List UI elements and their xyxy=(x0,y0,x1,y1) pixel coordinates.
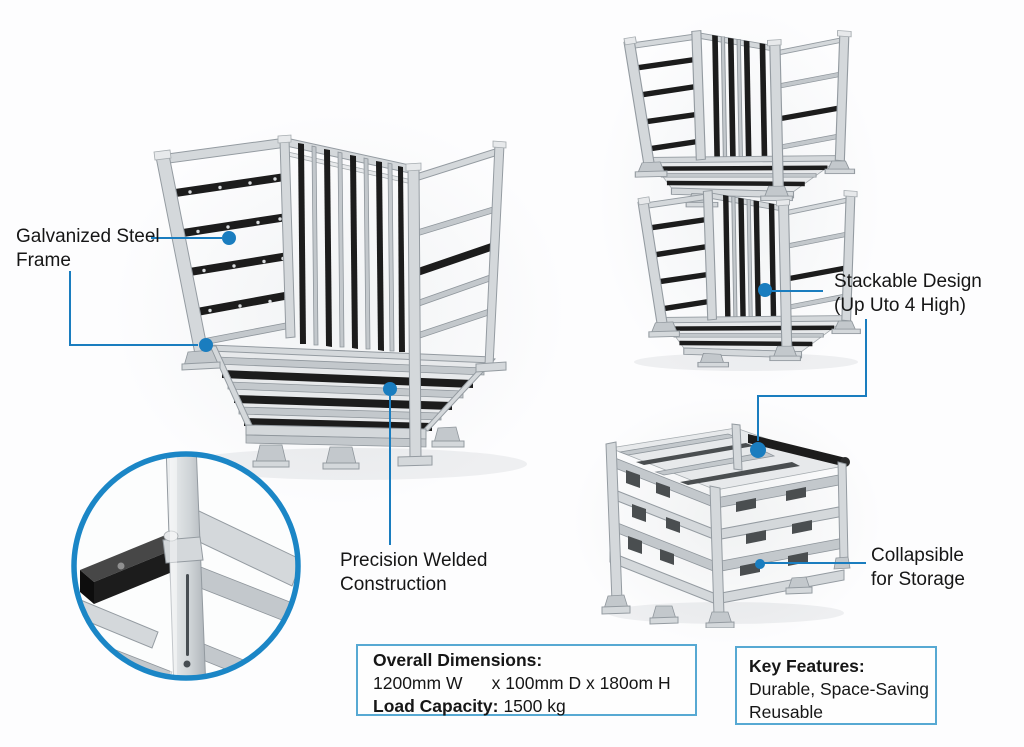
collapsed-top-face xyxy=(608,427,846,491)
load-capacity-value: 1500 kg xyxy=(503,696,566,716)
main-rack-photo xyxy=(153,134,527,480)
features-title: Key Features: xyxy=(749,656,865,676)
black-rail-bar xyxy=(80,534,182,604)
label-line: for Storage xyxy=(871,569,965,590)
label-precision-welded: Precision Welded Construction xyxy=(340,549,488,597)
collapsed-rack-photo xyxy=(601,423,851,628)
collapsed-feet xyxy=(601,556,851,628)
label-stackable-design: Stackable Design (Up Uto 4 High) xyxy=(834,270,982,318)
key-features-box: Key Features: Durable, Space-Saving Reus… xyxy=(735,646,937,725)
detail-circle-ring xyxy=(71,451,301,681)
load-capacity-label: Load Capacity: xyxy=(373,696,499,716)
corner-detail-photo xyxy=(71,451,301,681)
lower-rack-unit xyxy=(637,189,861,368)
detail-content xyxy=(75,455,297,677)
label-line: Galvanized Steel xyxy=(16,226,160,247)
load-capacity-line: Load Capacity:1500 kg xyxy=(373,695,695,718)
features-line: Reusable xyxy=(749,702,823,722)
label-line: (Up Uto 4 High) xyxy=(834,295,966,316)
collapsed-posts xyxy=(605,423,849,617)
label-collapsible-storage: Collapsible for Storage xyxy=(871,544,965,592)
overall-dimensions-box: Overall Dimensions: 1200mm W x 100mm D x… xyxy=(356,644,697,716)
label-line: Collapsible xyxy=(871,545,964,566)
label-line: Precision Welded xyxy=(340,550,488,571)
deck xyxy=(209,344,496,448)
label-line: Construction xyxy=(340,574,447,595)
back-panel xyxy=(285,137,415,352)
dimensions-size-line: 1200mm W x 100mm D x 180om H xyxy=(373,673,671,693)
label-galvanized-steel-frame: Galvanized Steel Frame xyxy=(16,225,160,273)
label-line: Stackable Design xyxy=(834,271,982,292)
corner-post xyxy=(162,455,207,677)
left-panel xyxy=(159,137,292,347)
pallet-feet xyxy=(181,349,507,470)
upper-rack-unit xyxy=(623,29,856,208)
features-line: Durable, Space-Saving xyxy=(749,679,929,699)
label-line: Frame xyxy=(16,250,71,271)
stacked-racks-photo xyxy=(623,29,861,371)
dimensions-title: Overall Dimensions: xyxy=(373,650,543,670)
right-panel xyxy=(415,147,499,339)
